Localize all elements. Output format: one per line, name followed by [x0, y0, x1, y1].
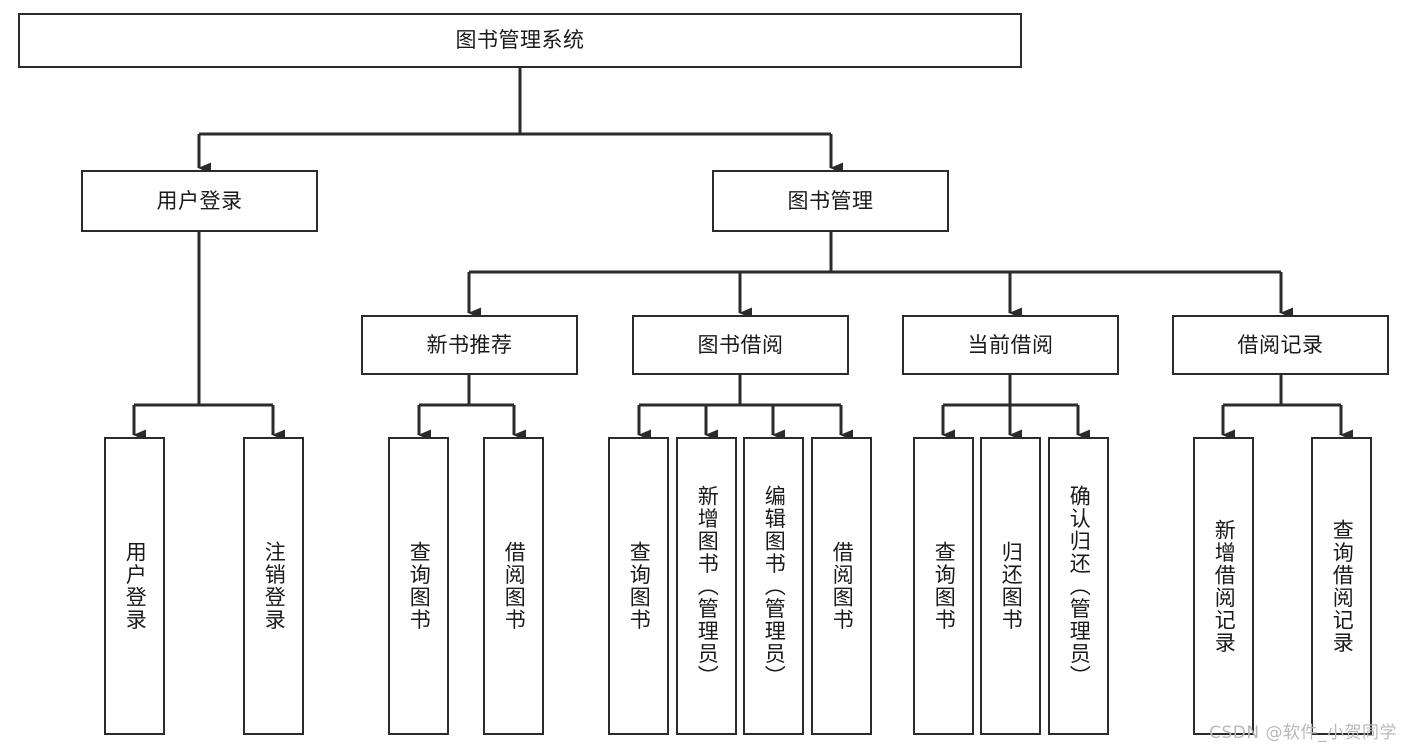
node-label: 新增借阅记录 [1212, 518, 1237, 654]
node-root-book-management-system[interactable]: 图书管理系统 [18, 13, 1022, 68]
node-label: 图书管理 [787, 188, 874, 213]
node-label: 新书推荐 [426, 332, 513, 357]
leaf-new-book-query-book[interactable]: 查询图书 [388, 437, 449, 735]
node-label: 借阅记录 [1237, 332, 1324, 357]
leaf-borrow-record-add-record[interactable]: 新增借阅记录 [1193, 437, 1254, 735]
leaf-new-book-borrow-book[interactable]: 借阅图书 [483, 437, 544, 735]
node-new-book-recommend[interactable]: 新书推荐 [361, 315, 578, 375]
node-label: 图书借阅 [697, 332, 784, 357]
node-label: 查询图书 [407, 541, 432, 631]
node-book-borrow[interactable]: 图书借阅 [632, 315, 849, 375]
node-book-management[interactable]: 图书管理 [712, 170, 949, 232]
node-label: 当前借阅 [967, 332, 1054, 357]
watermark: CSDN @软件_小贺同学 [1209, 723, 1397, 743]
node-label: 图书管理系统 [455, 28, 585, 53]
leaf-borrow-record-query-record[interactable]: 查询借阅记录 [1311, 437, 1372, 735]
leaf-book-borrow-query-book[interactable]: 查询图书 [608, 437, 669, 735]
node-label: 确认归还（管理员） [1067, 484, 1092, 688]
leaf-current-borrow-return-book[interactable]: 归还图书 [980, 437, 1041, 735]
node-user-login[interactable]: 用户登录 [81, 170, 318, 232]
node-label: 归还图书 [999, 541, 1024, 631]
leaf-user-login-login[interactable]: 用户登录 [104, 437, 165, 735]
leaf-current-borrow-query-book[interactable]: 查询图书 [913, 437, 974, 735]
node-borrow-record[interactable]: 借阅记录 [1172, 315, 1389, 375]
leaf-user-login-logout[interactable]: 注销登录 [243, 437, 304, 735]
node-label: 新增图书（管理员） [695, 484, 720, 688]
node-label: 用户登录 [123, 541, 148, 631]
node-label: 查询图书 [627, 541, 652, 631]
node-label: 用户登录 [156, 188, 243, 213]
node-label: 查询借阅记录 [1330, 518, 1355, 654]
node-label: 借阅图书 [502, 541, 527, 631]
node-label: 注销登录 [262, 541, 287, 631]
node-label: 借阅图书 [830, 541, 855, 631]
node-label: 编辑图书（管理员） [762, 484, 787, 688]
leaf-current-borrow-confirm-return-admin[interactable]: 确认归还（管理员） [1048, 437, 1109, 735]
leaf-book-borrow-edit-book-admin[interactable]: 编辑图书（管理员） [743, 437, 804, 735]
node-current-borrow[interactable]: 当前借阅 [902, 315, 1119, 375]
leaf-book-borrow-add-book-admin[interactable]: 新增图书（管理员） [676, 437, 737, 735]
leaf-book-borrow-borrow-book[interactable]: 借阅图书 [811, 437, 872, 735]
node-label: 查询图书 [932, 541, 957, 631]
